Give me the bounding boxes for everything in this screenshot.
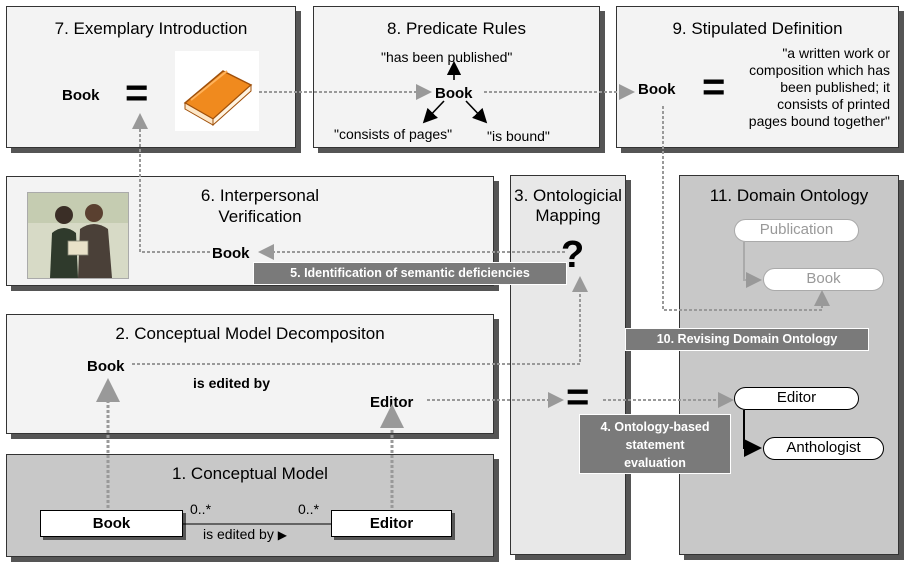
uml-class-book: Book: [40, 510, 183, 537]
panel-title: 2. Conceptual Model Decompositon: [115, 324, 385, 343]
ontology-node-editor: Editor: [734, 387, 859, 410]
uml-class-editor: Editor: [331, 510, 452, 537]
ontology-node-publication: Publication: [734, 219, 859, 242]
multiplicity-right: 0..*: [298, 501, 320, 517]
panel-title: 7. Exemplary Introduction: [54, 19, 248, 38]
panel-stipulated-definition: 9. Stipulated Definition Book = "a writt…: [616, 6, 899, 148]
panel-title: 8. Predicate Rules: [387, 19, 526, 38]
predicate-published: "has been published": [381, 49, 513, 65]
panel-ontological-mapping: 3. Ontologicial Mapping ?: [510, 175, 626, 555]
term-book: Book: [212, 245, 250, 262]
direction-triangle-icon: ▶: [277, 528, 287, 542]
panel-title: 6. Interpersonal Verification: [200, 186, 320, 226]
panel-title: 1. Conceptual Model: [172, 464, 328, 483]
people-photo: [27, 192, 129, 279]
badge-semantic-deficiencies: 5. Identification of semantic deficienci…: [253, 262, 567, 285]
panel-conceptual-model-decomposition: 2. Conceptual Model Decompositon Book is…: [6, 314, 494, 434]
term-book: Book: [87, 358, 125, 375]
term-editor: Editor: [370, 394, 414, 411]
book-icon: [175, 51, 259, 131]
panel-predicate-rules: 8. Predicate Rules "has been published" …: [313, 6, 600, 148]
ontology-node-book: Book: [763, 268, 884, 291]
predicate-pages: "consists of pages": [334, 126, 453, 142]
badge-revising-domain-ontology: 10. Revising Domain Ontology: [625, 328, 869, 351]
definition-text: "a written work or composition which has…: [748, 45, 890, 129]
equals-sign-evaluation: =: [566, 375, 590, 419]
panel-title: 11. Domain Ontology: [709, 186, 869, 205]
association-label: is edited by ▶: [203, 526, 287, 542]
equals-sign: =: [702, 65, 726, 109]
panel-exemplary-introduction: 7. Exemplary Introduction Book =: [6, 6, 296, 148]
equals-sign: =: [125, 71, 149, 115]
relation-label: is edited by: [193, 375, 271, 391]
panel-title: 3. Ontologicial Mapping: [514, 186, 622, 225]
predicate-bound: "is bound": [487, 128, 550, 144]
term-book: Book: [638, 81, 676, 98]
term-book: Book: [435, 85, 473, 102]
ontology-node-anthologist: Anthologist: [763, 437, 884, 460]
term-book: Book: [62, 87, 100, 104]
panel-title: 9. Stipulated Definition: [672, 19, 843, 38]
badge-ontology-evaluation: 4. Ontology-based statement evaluation: [579, 414, 731, 474]
panel-conceptual-model: 1. Conceptual Model 0..* 0..* is edited …: [6, 454, 494, 557]
multiplicity-left: 0..*: [190, 501, 212, 517]
